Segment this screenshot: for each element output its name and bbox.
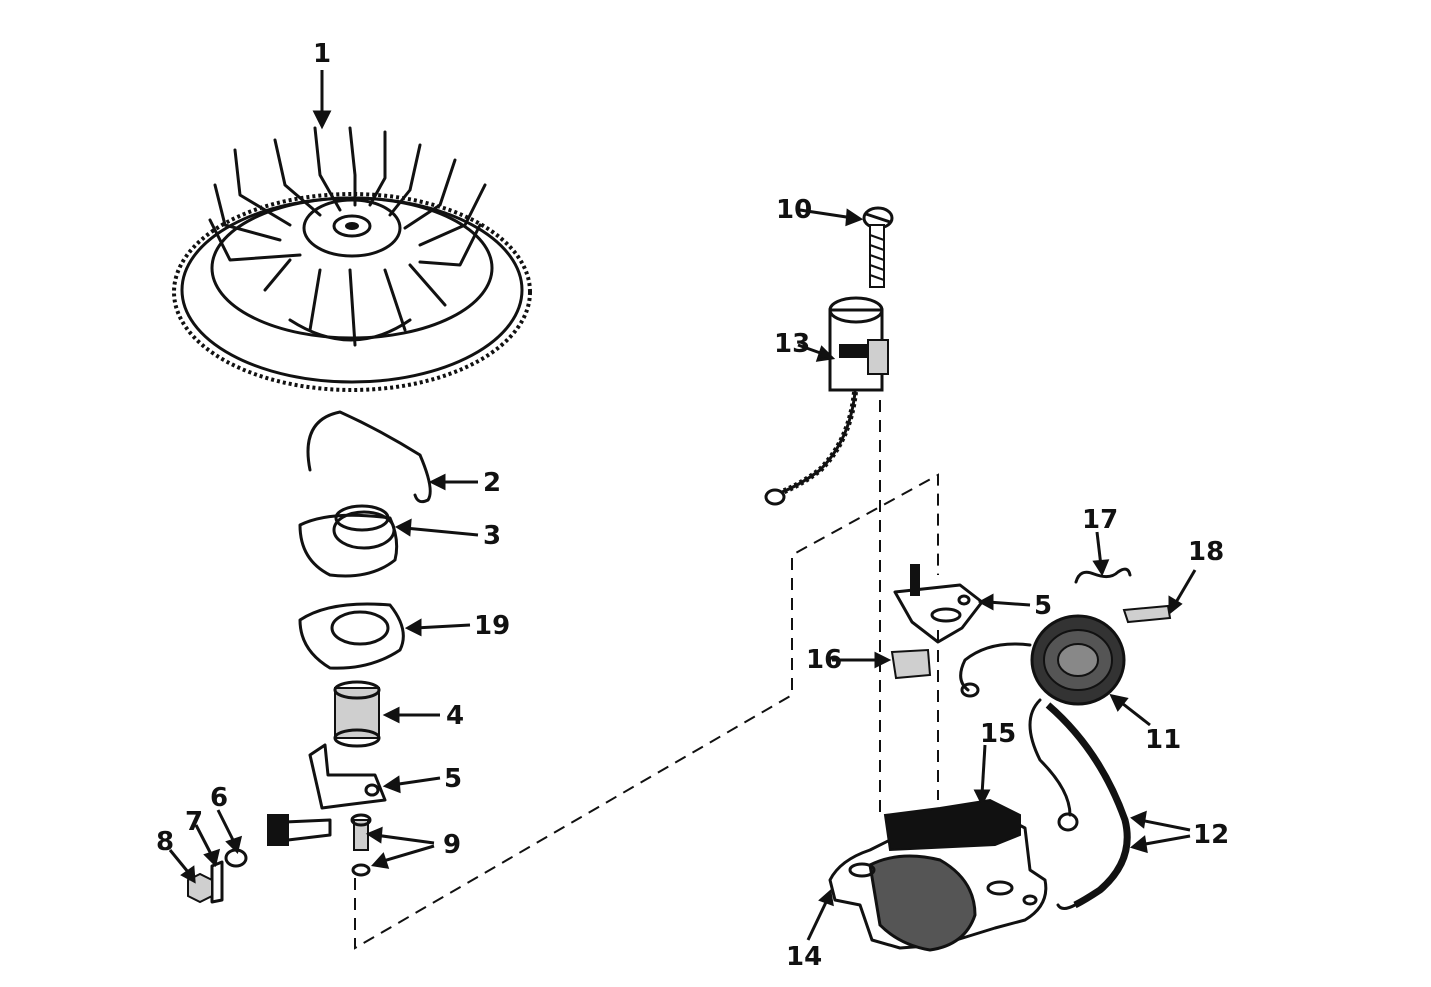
callout-15: 15 [980, 719, 1016, 749]
condenser [764, 296, 889, 506]
assembly-guide-lines [354, 400, 939, 950]
callout-9: 9 [443, 830, 461, 860]
cam-plate [298, 504, 399, 578]
flywheel [172, 126, 532, 392]
callout-3: 3 [483, 521, 501, 551]
condenser-screw [862, 206, 894, 288]
callout-6: 6 [210, 783, 228, 813]
callout-11: 11 [1145, 725, 1181, 755]
callout-8: 8 [156, 827, 174, 857]
callout-5-right: 5 [1034, 591, 1052, 621]
insulator-block [1122, 604, 1172, 624]
callout-2: 2 [483, 468, 501, 498]
breaker-arm-right [893, 564, 984, 644]
cam-sleeve [333, 680, 381, 748]
ignition-coil [959, 614, 1126, 706]
callout-7: 7 [185, 807, 203, 837]
callout-10: 10 [776, 195, 812, 225]
lock-washer [210, 860, 224, 904]
callout-19: 19 [474, 611, 510, 641]
callout-labels: 1 2 3 4 5 6 7 8 9 10 11 12 13 14 15 16 1… [156, 39, 1229, 972]
callout-14: 14 [786, 942, 822, 972]
callout-17: 17 [1082, 505, 1118, 535]
felt-pad [890, 648, 932, 680]
screw-and-washer [350, 813, 372, 877]
callout-5-left: 5 [444, 764, 462, 794]
callout-18: 18 [1188, 537, 1224, 567]
callout-1: 1 [313, 39, 331, 69]
coil-leads [1028, 698, 1131, 910]
washer [224, 848, 248, 868]
gasket-plate [298, 602, 405, 670]
leader-lines [168, 70, 1197, 941]
callout-4: 4 [446, 701, 464, 731]
callout-12: 12 [1193, 820, 1229, 850]
breaker-arm-left [267, 743, 387, 846]
callout-13: 13 [774, 329, 810, 359]
clip-spring [1074, 567, 1132, 584]
callout-16: 16 [806, 645, 842, 675]
spring-wire [306, 410, 432, 504]
breaker-housing [828, 798, 1048, 952]
